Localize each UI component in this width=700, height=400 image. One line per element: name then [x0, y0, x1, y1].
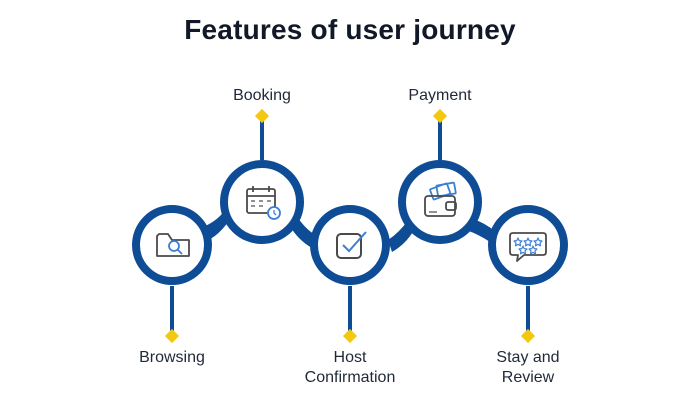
step-label-booking: Booking: [212, 86, 312, 106]
stems: [170, 120, 530, 332]
calendar-clock-icon: [246, 186, 281, 220]
ring-host: [310, 205, 390, 285]
ring-payment: [398, 160, 482, 244]
step-label-stay: Stay and Review: [473, 348, 583, 388]
step-rings: [132, 160, 568, 285]
step-label-host-line2: Confirmation: [304, 369, 396, 386]
step-label-host-line1: Host: [333, 349, 367, 366]
step-label-browsing-line1: Browsing: [139, 349, 205, 366]
step-label-stay-line2: Review: [501, 369, 555, 386]
wallet-cash-icon: [424, 181, 457, 217]
page-title: Features of user journey: [184, 14, 516, 45]
diamonds: [164, 108, 536, 344]
step-label-booking-line1: Booking: [233, 87, 291, 104]
stars-chat-icon: [509, 232, 547, 262]
diamond-host: [342, 328, 358, 344]
folder-search-icon: [156, 233, 190, 257]
step-label-payment: Payment: [390, 86, 490, 106]
diamond-payment: [432, 108, 448, 124]
step-label-payment-line1: Payment: [408, 87, 472, 104]
checkbox-icon: [336, 231, 367, 259]
step-label-host: Host Confirmation: [290, 348, 410, 388]
ring-booking: [220, 160, 304, 244]
step-label-stay-line1: Stay and: [496, 349, 560, 366]
step-label-browsing: Browsing: [122, 348, 222, 368]
diamond-browsing: [164, 328, 180, 344]
diamond-booking: [254, 108, 270, 124]
diamond-stay: [520, 328, 536, 344]
ring-browsing: [132, 205, 212, 285]
